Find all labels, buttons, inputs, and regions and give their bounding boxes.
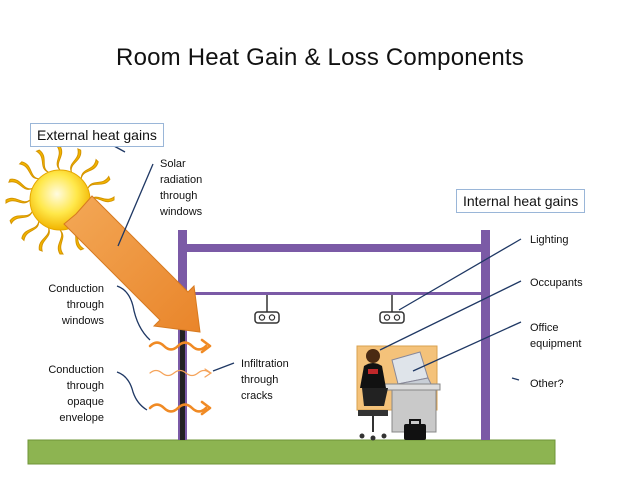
internal-heat-gains-box: Internal heat gains bbox=[456, 189, 586, 213]
label-office-equipment: Office equipment bbox=[530, 322, 582, 350]
heat-waves bbox=[148, 338, 212, 416]
wave-conduction-opaque bbox=[148, 403, 208, 413]
infiltration-wave bbox=[149, 368, 213, 378]
leader-lighting bbox=[398, 238, 522, 311]
leader-infiltration bbox=[212, 362, 235, 372]
label-lighting: Lighting bbox=[530, 234, 569, 246]
roof-beam bbox=[178, 244, 490, 252]
leader-other bbox=[511, 377, 520, 381]
label-other: Other? bbox=[530, 378, 564, 390]
room-frame bbox=[178, 230, 490, 440]
leader-office-equipment bbox=[412, 321, 522, 372]
page-title: Room Heat Gain & Loss Components bbox=[116, 44, 524, 71]
external-heat-gains-box: External heat gains bbox=[30, 123, 164, 147]
leader-conduction-windows bbox=[116, 285, 151, 341]
leader-external bbox=[113, 145, 126, 153]
label-infiltration: Infiltration through cracks bbox=[241, 358, 289, 402]
ceiling-line bbox=[178, 292, 490, 295]
label-conduction-windows: Conduction through windows bbox=[48, 283, 104, 327]
wave-conduction-windows bbox=[148, 341, 208, 351]
leader-occupants bbox=[379, 280, 522, 351]
leader-lines bbox=[113, 145, 522, 411]
label-conduction-opaque: Conduction through opaque envelope bbox=[48, 364, 104, 424]
label-occupants: Occupants bbox=[530, 277, 583, 289]
light-fixture-left bbox=[254, 295, 280, 324]
right-wall bbox=[481, 230, 490, 440]
light-fixture-right bbox=[379, 295, 405, 324]
ground bbox=[27, 439, 556, 465]
label-solar-radiation: Solar radiation through windows bbox=[160, 158, 203, 218]
window-strip bbox=[180, 296, 185, 440]
office-occupant-illustration bbox=[356, 345, 441, 441]
leader-conduction-opaque bbox=[116, 371, 148, 411]
solar-radiation-arrow bbox=[63, 195, 201, 333]
leader-solar bbox=[117, 163, 154, 247]
